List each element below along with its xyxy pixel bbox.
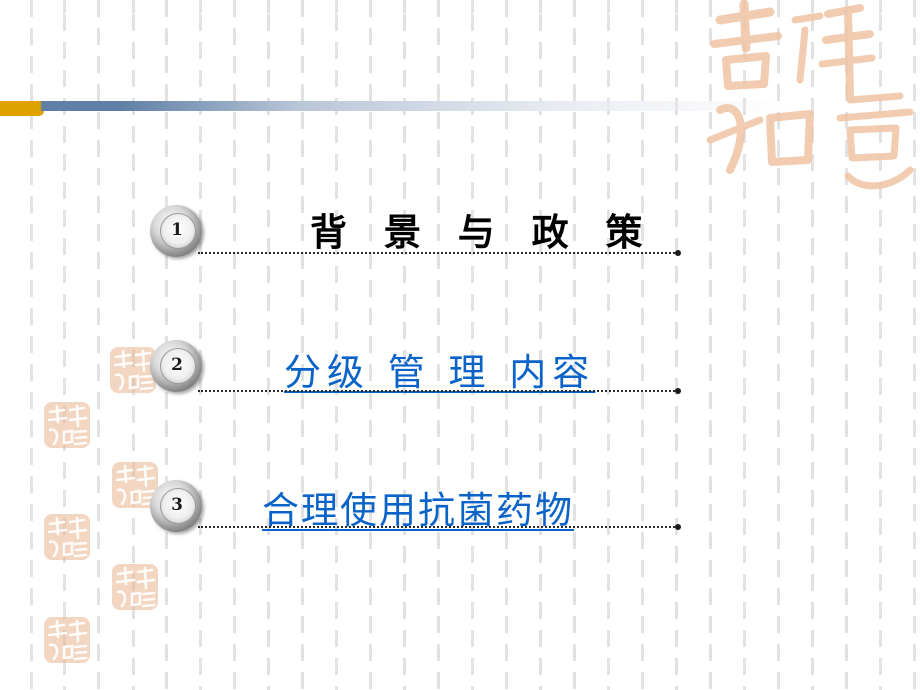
background-dash-column — [369, 0, 372, 690]
seal-stamp-icon — [110, 347, 156, 393]
seal-large-artwork — [706, 0, 914, 190]
background-dash-column — [607, 0, 610, 690]
background-dash-column — [675, 0, 678, 690]
background-dash-column — [777, 0, 780, 690]
seal-stamp-icon — [44, 402, 90, 448]
seal-stamp-icon — [112, 564, 158, 610]
badge-number: 1 — [171, 220, 183, 240]
background-dash-column — [233, 0, 236, 690]
background-dash-column — [97, 0, 100, 690]
background-dash-column — [879, 0, 882, 690]
dotted-divider — [198, 252, 678, 254]
divider-end-dot — [675, 524, 681, 530]
menu-item-3[interactable]: 3 合理使用抗菌药物 — [150, 480, 690, 550]
top-bar-accent — [0, 111, 44, 116]
seal-stamp-icon — [44, 514, 90, 560]
dotted-divider — [198, 390, 678, 392]
background-dash-column — [301, 0, 304, 690]
badge-number: 2 — [171, 355, 183, 375]
top-decorative-bar — [0, 101, 790, 111]
background-dash-column — [335, 0, 338, 690]
seal-stamp-icon — [44, 617, 90, 663]
background-dash-column — [437, 0, 440, 690]
number-badge-2: 2 — [150, 340, 202, 392]
background-dash-column — [199, 0, 202, 690]
dotted-divider — [198, 526, 678, 528]
background-dash-column — [267, 0, 270, 690]
number-badge-3: 3 — [150, 480, 202, 532]
badge-inner — [160, 488, 196, 524]
background-dash-column — [30, 0, 33, 690]
background-dash-column — [471, 0, 474, 690]
background-dash-column — [913, 0, 916, 690]
background-dash-column — [811, 0, 814, 690]
background-dash-column — [539, 0, 542, 690]
background-dash-column — [403, 0, 406, 690]
background-dash-column — [845, 0, 848, 690]
item-label-background-policy: 背 景 与 政 策 — [310, 210, 655, 254]
background-dash-column — [573, 0, 576, 690]
number-badge-1: 1 — [150, 205, 202, 257]
background-dash-column — [505, 0, 508, 690]
divider-end-dot — [675, 250, 681, 256]
badge-inner — [160, 348, 196, 384]
menu-item-2[interactable]: 2 分级 管 理 内容 — [150, 340, 690, 410]
item-link-antibiotics-use[interactable]: 合理使用抗菌药物 — [262, 489, 574, 532]
badge-inner — [160, 213, 196, 249]
menu-item-1: 1 背 景 与 政 策 — [150, 202, 690, 272]
background-dash-column — [63, 0, 66, 690]
item-link-grading-management[interactable]: 分级 管 理 内容 — [284, 351, 596, 394]
background-dash-column — [641, 0, 644, 690]
background-dash-column — [743, 0, 746, 690]
background-dash-column — [132, 0, 135, 690]
badge-number: 3 — [171, 495, 183, 515]
background-dash-column — [709, 0, 712, 690]
divider-end-dot — [675, 388, 681, 394]
